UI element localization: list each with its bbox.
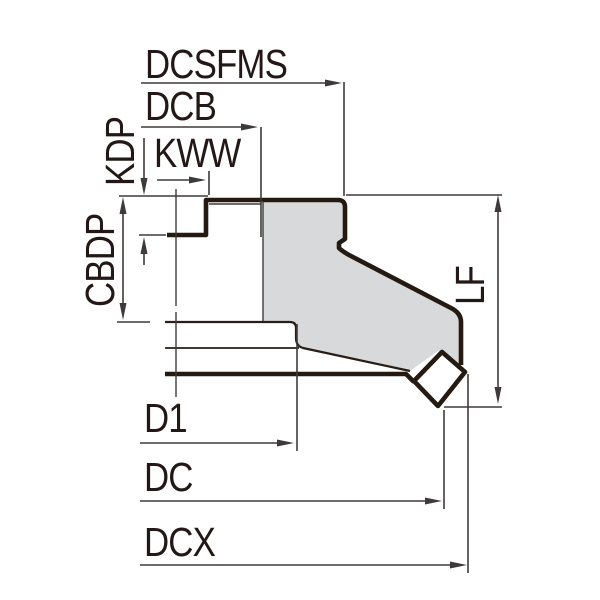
tool-body-fill — [263, 200, 461, 371]
kww-label: KWW — [154, 131, 241, 176]
arrow-right-icon — [450, 561, 467, 569]
arrow-right-icon — [189, 176, 206, 184]
dim-cbdp: CBDP — [78, 197, 150, 323]
dim-d1: D1 — [140, 324, 298, 451]
arrow-up-icon — [140, 237, 148, 254]
arrow-right-icon — [325, 79, 342, 87]
kdp-label: KDP — [98, 117, 143, 186]
arrow-down-icon — [494, 387, 502, 404]
dim-dcb: DCB — [141, 84, 262, 237]
d1-label: D1 — [144, 396, 187, 441]
arrow-right-icon — [241, 123, 258, 131]
dim-dcx: DCX — [140, 374, 469, 573]
cutting-insert — [411, 349, 468, 409]
arrow-up-icon — [494, 195, 502, 212]
tool-bottom-face — [165, 371, 416, 384]
dc-label: DC — [144, 455, 193, 500]
dim-dcsfms: DCSFMS — [141, 42, 345, 196]
arrow-right-icon — [425, 497, 442, 505]
dim-dc: DC — [140, 410, 445, 509]
dcb-label: DCB — [145, 84, 216, 129]
bore-step-upper — [165, 320, 411, 373]
dim-kdp: KDP — [98, 117, 208, 265]
tool-body — [165, 189, 468, 409]
tool-body-outline — [167, 197, 464, 365]
dim-kww: KWW — [154, 131, 242, 195]
arrow-up-icon — [119, 197, 127, 214]
dimensions: DCSFMS DCB KWW KDP — [78, 42, 502, 573]
dcx-label: DCX — [144, 520, 216, 565]
dcsfms-label: DCSFMS — [145, 42, 287, 87]
arrow-down-icon — [119, 303, 127, 320]
arrow-right-icon — [277, 439, 294, 447]
dim-lf: LF — [346, 194, 502, 408]
arrow-down-icon — [140, 178, 148, 195]
lf-label: LF — [448, 266, 493, 305]
cbdp-label: CBDP — [78, 214, 123, 307]
